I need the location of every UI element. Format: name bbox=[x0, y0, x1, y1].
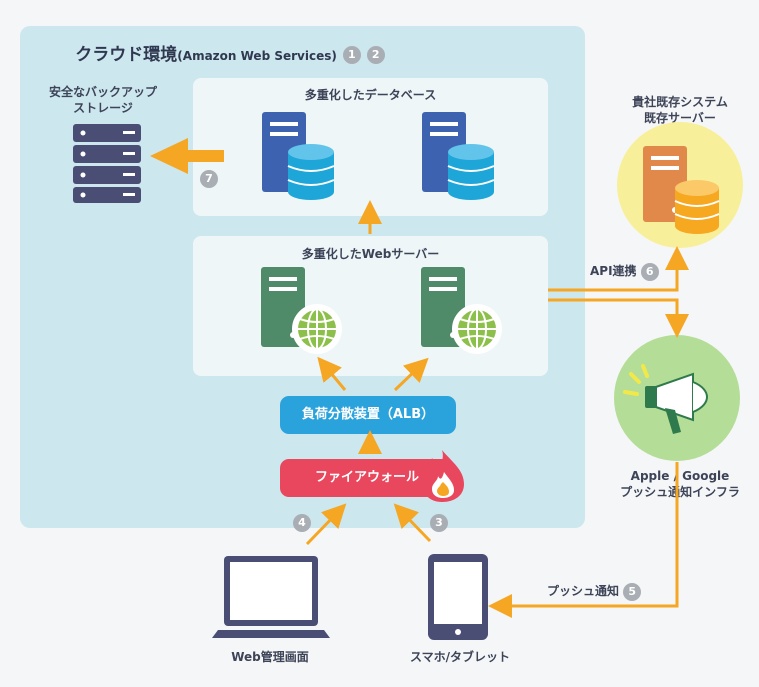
web-server-icon-2 bbox=[420, 266, 503, 355]
api-label-text: API連携 bbox=[590, 264, 637, 278]
api-label: API連携 6 bbox=[590, 262, 670, 281]
laptop-icon bbox=[212, 556, 330, 638]
tablet-icon bbox=[428, 554, 488, 640]
push-infra-label: Apple / Google プッシュ通知インフラ bbox=[600, 468, 759, 500]
badge-4: 4 bbox=[293, 514, 311, 532]
legacy-label: 貴社既存システム 既存サーバー bbox=[600, 94, 759, 126]
connection-arrows bbox=[305, 200, 689, 618]
badge-1: 1 bbox=[342, 46, 361, 64]
cloud-title: クラウド環境(Amazon Web Services) 1 2 bbox=[20, 40, 440, 65]
push-infra-label-line2: プッシュ通知インフラ bbox=[620, 485, 740, 499]
push-label-text: プッシュ通知 bbox=[547, 584, 620, 598]
webserver-panel bbox=[193, 236, 548, 376]
backup-arrow bbox=[150, 138, 224, 174]
badge-5: 5 bbox=[623, 582, 642, 601]
db-server-icon-2 bbox=[421, 111, 495, 201]
cloud-title-sub: (Amazon Web Services) bbox=[177, 49, 337, 63]
storage-icon bbox=[73, 124, 141, 203]
web-server-icon-1 bbox=[260, 266, 343, 355]
legacy-server-icon bbox=[643, 146, 720, 234]
db-server-icon-1 bbox=[261, 111, 335, 201]
cloud-title-main: クラウド環境 bbox=[75, 45, 178, 65]
flame-icon bbox=[422, 450, 464, 502]
backup-label-line1: 安全なバックアップ bbox=[48, 85, 157, 99]
megaphone-icon bbox=[623, 364, 709, 434]
alb-box: 負荷分散装置（ALB） bbox=[280, 396, 456, 434]
backup-label-line2: ストレージ bbox=[73, 101, 133, 115]
push-label: プッシュ通知 5 bbox=[547, 582, 667, 601]
mobile-label: スマホ/タブレット bbox=[409, 650, 511, 664]
push-infra-label-line1: Apple / Google bbox=[630, 469, 730, 483]
legacy-label-line2: 既存サーバー bbox=[644, 111, 716, 125]
badge-3: 3 bbox=[430, 514, 448, 532]
webserver-title: 多重化したWebサーバー bbox=[301, 247, 440, 261]
database-title: 多重化したデータベース bbox=[304, 88, 437, 102]
admin-label: Web管理画面 bbox=[231, 650, 309, 664]
legacy-label-line1: 貴社既存システム bbox=[632, 95, 728, 109]
badge-2: 2 bbox=[366, 46, 385, 64]
backup-label: 安全なバックアップ ストレージ bbox=[28, 84, 178, 116]
badge-6: 6 bbox=[640, 262, 659, 281]
badge-7: 7 bbox=[200, 170, 218, 188]
